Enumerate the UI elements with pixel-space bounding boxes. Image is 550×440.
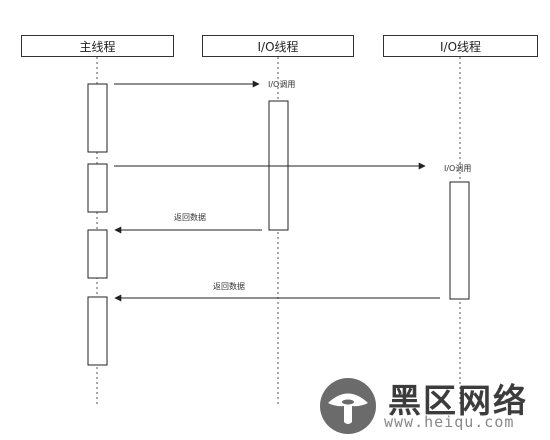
activation-main-3 xyxy=(87,229,108,279)
message-label: 返回数据 xyxy=(213,282,245,291)
activation-main-4 xyxy=(87,296,108,366)
participant-label: 主线程 xyxy=(79,39,116,54)
message-label: I/O调用 xyxy=(444,164,472,173)
message-label: I/O调用 xyxy=(268,80,296,89)
participant-label: I/O线程 xyxy=(439,39,482,54)
participant-main: 主线程 xyxy=(21,35,174,57)
activation-io2 xyxy=(449,181,470,300)
participant-io1: I/O线程 xyxy=(202,35,354,57)
message-label: 返回数据 xyxy=(174,213,206,222)
watermark-url: www.heiqu.com xyxy=(384,413,515,431)
mushroom-logo-icon xyxy=(320,378,376,434)
participant-io2: I/O线程 xyxy=(383,35,538,57)
watermark-brand: 黑区网络 xyxy=(388,381,528,420)
watermark: 黑区网络 www.heiqu.com xyxy=(318,372,550,438)
activation-main-1 xyxy=(87,83,108,153)
participant-label: I/O线程 xyxy=(257,39,299,54)
activation-main-2 xyxy=(87,163,108,213)
